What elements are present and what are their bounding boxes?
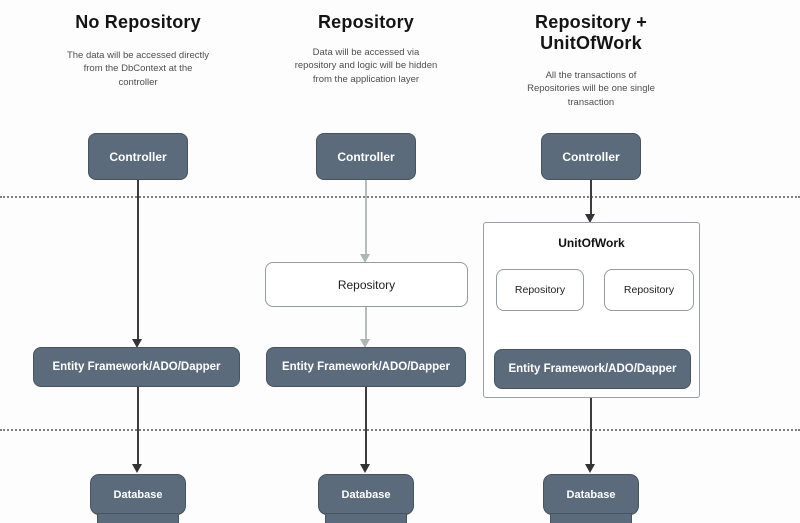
database-shape-bottom — [550, 513, 632, 523]
connector-controller-to-dataaccess-col1 — [137, 180, 139, 340]
layer-separator-bottom — [0, 429, 800, 431]
arrowhead-down-icon — [132, 464, 142, 473]
layer-separator-top — [0, 196, 800, 198]
description-line: repository and logic will be hidden — [294, 60, 438, 72]
data-access-node-col1: Entity Framework/ADO/Dapper — [33, 347, 240, 387]
unitofwork-label: UnitOfWork — [558, 236, 625, 250]
database-node-col1: Database — [90, 474, 186, 515]
arrowhead-down-icon — [132, 339, 142, 348]
column-title-no-repository: No Repository — [75, 12, 201, 32]
database-node-col2: Database — [318, 474, 414, 515]
column-description-repository-unitofwork: All the transactions of Repositories wil… — [506, 69, 676, 109]
description-line: Data will be accessed via — [312, 47, 420, 58]
arrowhead-down-icon — [585, 464, 595, 473]
connector-controller-to-unitofwork-col3 — [590, 180, 592, 215]
controller-node-col2: Controller — [316, 133, 416, 180]
connector-dataaccess-to-database-col1 — [137, 387, 139, 465]
controller-node-col3: Controller — [541, 133, 641, 180]
database-shape-bottom — [97, 513, 179, 523]
column-title-repository-unitofwork: Repository + UnitOfWork — [535, 12, 647, 53]
description-line: from the DbContext at the — [83, 63, 193, 75]
data-access-node-col3: Entity Framework/ADO/Dapper — [494, 349, 691, 389]
description-line: transaction — [567, 96, 615, 108]
database-shape-bottom — [325, 513, 407, 523]
connector-unitofwork-to-database-col3 — [590, 398, 592, 465]
connector-controller-to-repository-col2 — [365, 180, 367, 255]
arrowhead-down-icon — [360, 254, 370, 263]
column-title-repository: Repository — [317, 12, 415, 32]
description-line: from the application layer — [312, 73, 420, 85]
controller-node-col1: Controller — [88, 133, 188, 180]
arrowhead-down-icon — [360, 464, 370, 473]
repository-node-col2: Repository — [265, 262, 468, 307]
connector-repository-to-dataaccess-col2 — [365, 307, 367, 340]
column-description-repository: Data will be accessed via repository and… — [276, 46, 456, 86]
description-line: controller — [118, 76, 158, 88]
repository-node-inner-1: Repository — [496, 269, 584, 311]
description-line: The data will be accessed directly — [66, 50, 210, 61]
connector-dataaccess-to-database-col2 — [365, 387, 367, 465]
description-line: Repositories will be one single — [527, 83, 655, 95]
description-line: All the transactions of — [545, 70, 637, 81]
arrowhead-down-icon — [585, 214, 595, 223]
repository-node-inner-2: Repository — [604, 269, 694, 311]
data-access-node-col2: Entity Framework/ADO/Dapper — [266, 347, 466, 387]
arrowhead-down-icon — [360, 339, 370, 348]
database-node-col3: Database — [543, 474, 639, 515]
column-description-no-repository: The data will be accessed directly from … — [53, 49, 223, 89]
unitofwork-container: UnitOfWork Repository Repository Entity … — [483, 222, 700, 398]
